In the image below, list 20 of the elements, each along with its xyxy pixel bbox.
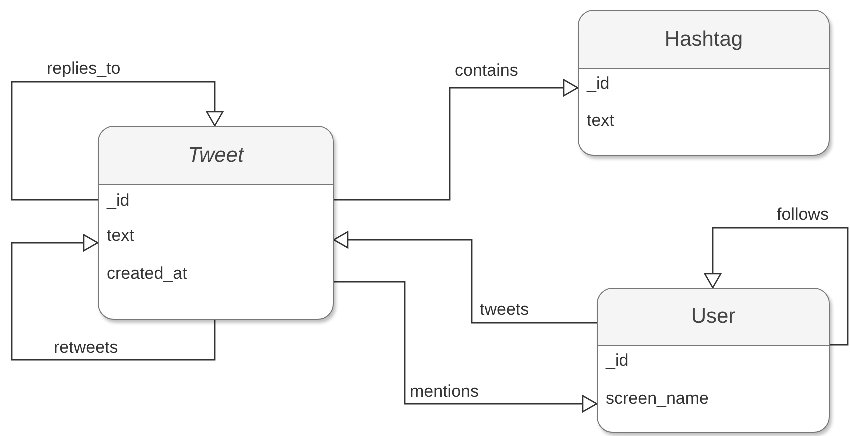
attribute-name: text	[107, 226, 134, 246]
attribute-name: _id	[606, 351, 629, 371]
attribute-name: text	[587, 111, 614, 131]
connector-arrow	[334, 79, 579, 201]
attribute-name: _id	[107, 191, 130, 211]
entity-header: Hashtag	[579, 11, 829, 69]
attribute-name: screen_name	[606, 389, 710, 409]
entity-header: Tweet	[99, 127, 333, 185]
attribute-name: created_at	[107, 264, 188, 284]
connector-arrow	[11, 81, 224, 201]
edge-label: replies_to	[45, 59, 123, 79]
entity-box	[98, 126, 334, 320]
entity-header: User	[598, 289, 829, 346]
connector-arrow	[334, 281, 598, 413]
entity-box	[578, 10, 830, 156]
entity-box	[597, 288, 830, 433]
connector-arrow	[333, 231, 597, 324]
connector-arrow	[704, 227, 849, 346]
attribute-name: _id	[587, 74, 610, 94]
connector-arrow	[11, 234, 216, 361]
